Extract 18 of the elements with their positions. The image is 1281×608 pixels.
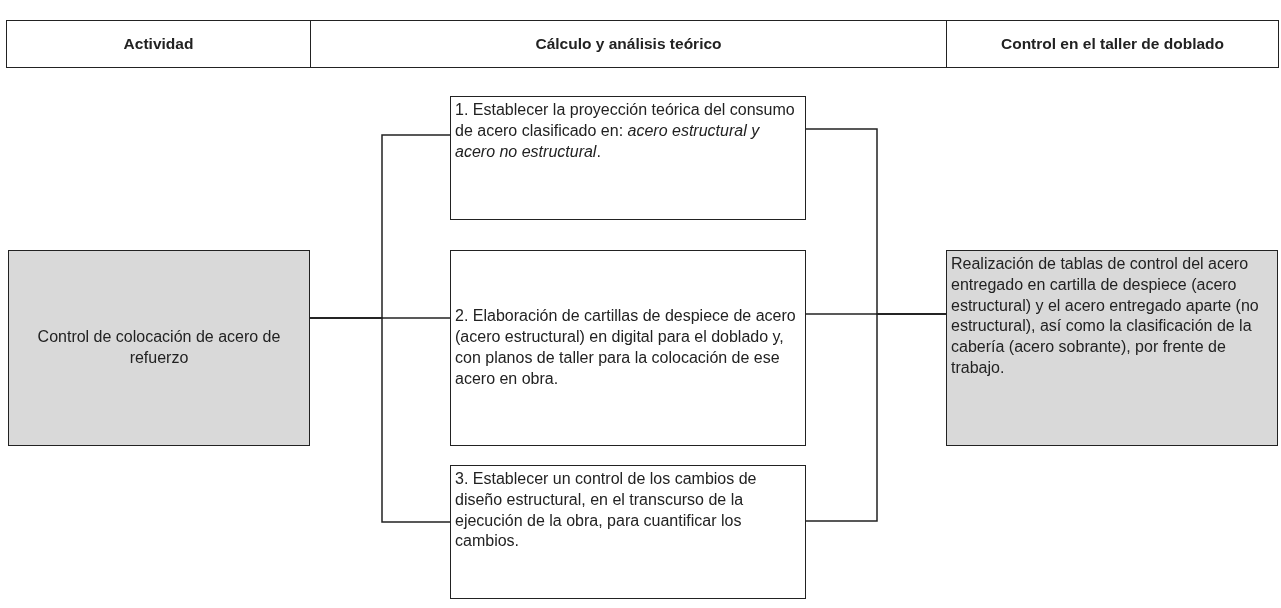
column-header xyxy=(6,20,311,68)
box-text: Cálculo y análisis teórico xyxy=(535,33,722,54)
box-text: 1. Establecer la proyección teórica del consumo de acero clasificado en: acero estructural y acero no estructural. xyxy=(455,100,796,162)
box-text: 3. Establecer un control de los cambios de diseño estructural, en el transcurso de la ejecución de la obra, para cuantificar los cambios. xyxy=(455,469,758,552)
process-box xyxy=(450,250,806,446)
process-box xyxy=(450,465,806,599)
box-text: Control de colocación de acero de refuerzo xyxy=(36,327,282,368)
process-box xyxy=(946,250,1278,446)
connector-line xyxy=(309,317,451,523)
box-text: Realización de tablas de control del acero entregado en cartilla de despiece (acero estructural) y el acero entregado aparte (no estructural), así como la clasificación de la cabería (acero sobrante), por frente de trabajo. xyxy=(951,254,1260,378)
box-text: 2. Elaboración de cartillas de despiece de acero (acero estructural) en digital para el doblado y, con planos de taller para la colocación de ese acero en obra. xyxy=(455,306,797,389)
connector-line xyxy=(805,313,947,522)
process-box xyxy=(450,96,806,220)
box-text: Control en el taller de doblado xyxy=(1000,33,1225,54)
column-header xyxy=(946,20,1279,68)
column-header xyxy=(310,20,947,68)
process-box xyxy=(8,250,310,446)
box-text: Actividad xyxy=(123,33,194,54)
